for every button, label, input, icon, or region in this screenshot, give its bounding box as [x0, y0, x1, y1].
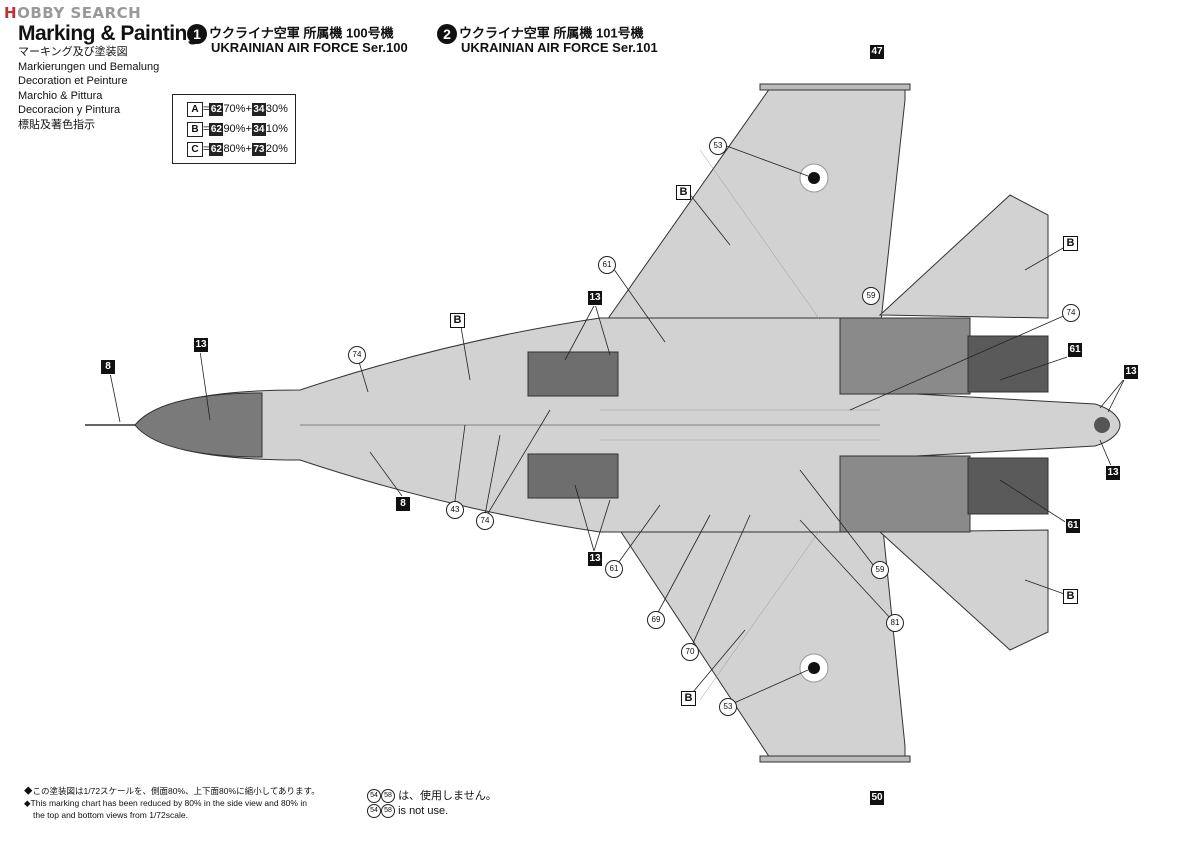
version-2-number: 2 [437, 24, 457, 44]
subtitle-it: Marchio & Pittura [18, 89, 103, 102]
callout-61-nozzle-lower: 61 [1065, 518, 1081, 534]
color-label-b-wing-upper: B [676, 185, 691, 200]
decal-69: 69 [647, 611, 665, 629]
version-1-number: 1 [187, 24, 207, 44]
radome [134, 392, 263, 458]
decal-59-upper: 59 [862, 287, 880, 305]
decal-61-lower: 61 [605, 560, 623, 578]
version-1-en: UKRAINIAN AIR FORCE Ser.100 [211, 40, 408, 55]
subtitle-list: マーキング及び塗装図 Markierungen und Bemalung Dec… [18, 45, 159, 132]
mix-row-a: A=6270%+3430% [187, 101, 288, 117]
subtitle-cn: 標貼及著色指示 [18, 118, 95, 131]
subtitle-de: Markierungen und Bemalung [18, 60, 160, 73]
callout-8-pitot: 8 [100, 359, 116, 375]
watermark: HOBBY SEARCH [4, 4, 142, 22]
color-label-b-fuselage: B [450, 313, 465, 328]
callout-47: 47 [869, 44, 885, 60]
nacelle-lower [839, 455, 971, 533]
callout-13-nose: 13 [193, 337, 209, 353]
intake-lower [527, 453, 619, 499]
intake-upper [527, 351, 619, 397]
callout-61-nozzle-upper: 61 [1067, 342, 1083, 358]
upper-wing [599, 87, 906, 331]
scale-note: ◆この塗装図は1/72スケールを、側面80%、上下面80%に縮小してあります。 … [24, 786, 320, 820]
callout-13-intake-upper: 13 [587, 290, 603, 306]
version-2-jp: ウクライナ空軍 所属機 101号機 [459, 25, 644, 41]
subtitle-es: Decoracion y Pintura [18, 104, 121, 116]
decal-74-right: 74 [1062, 304, 1080, 322]
color-label-b-wing-lower: B [681, 691, 696, 706]
nozzle-lower [967, 457, 1049, 515]
wingtip-rail-lower [759, 755, 911, 763]
decal-74-nose: 74 [348, 346, 366, 364]
page-title: Marking & Painting [18, 22, 200, 45]
subtitle-jp: マーキング及び塗装図 [18, 46, 128, 58]
mix-row-b: B=6290%+3410% [187, 121, 288, 137]
subtitle-fr: Decoration et Peinture [18, 75, 128, 87]
nacelle-upper [839, 317, 971, 395]
decal-43: 43 [446, 501, 464, 519]
version-2-en: UKRAINIAN AIR FORCE Ser.101 [461, 40, 658, 55]
decal-61-upper: 61 [598, 256, 616, 274]
color-label-b-stab-lower: B [1063, 589, 1078, 604]
decal-70: 70 [681, 643, 699, 661]
mix-row-c: C=6280%+7320% [187, 141, 288, 157]
wingtip-rail-upper [759, 83, 911, 91]
callout-13-tail-upper: 13 [1123, 364, 1139, 380]
color-label-b-stab-upper: B [1063, 236, 1078, 251]
callout-50: 50 [869, 790, 885, 806]
lower-wing [599, 499, 906, 759]
color-mix-legend: A=6270%+3430% B=6290%+3410% C=6280%+7320… [172, 94, 296, 164]
nozzle-upper [967, 335, 1049, 393]
decal-59-lower: 59 [871, 561, 889, 579]
callout-13-intake-lower: 13 [587, 551, 603, 567]
decal-74-mid: 74 [476, 512, 494, 530]
lower-stabilizer [878, 529, 1049, 651]
decal-81: 81 [886, 614, 904, 632]
decal-53-lower: 53 [719, 698, 737, 716]
callout-8-lower: 8 [395, 496, 411, 512]
tail-cone [1094, 417, 1110, 433]
callout-13-tail-lower: 13 [1105, 465, 1121, 481]
version-1-jp: ウクライナ空軍 所属機 100号機 [209, 25, 394, 41]
upper-stabilizer [878, 194, 1049, 319]
decal-53-upper: 53 [709, 137, 727, 155]
